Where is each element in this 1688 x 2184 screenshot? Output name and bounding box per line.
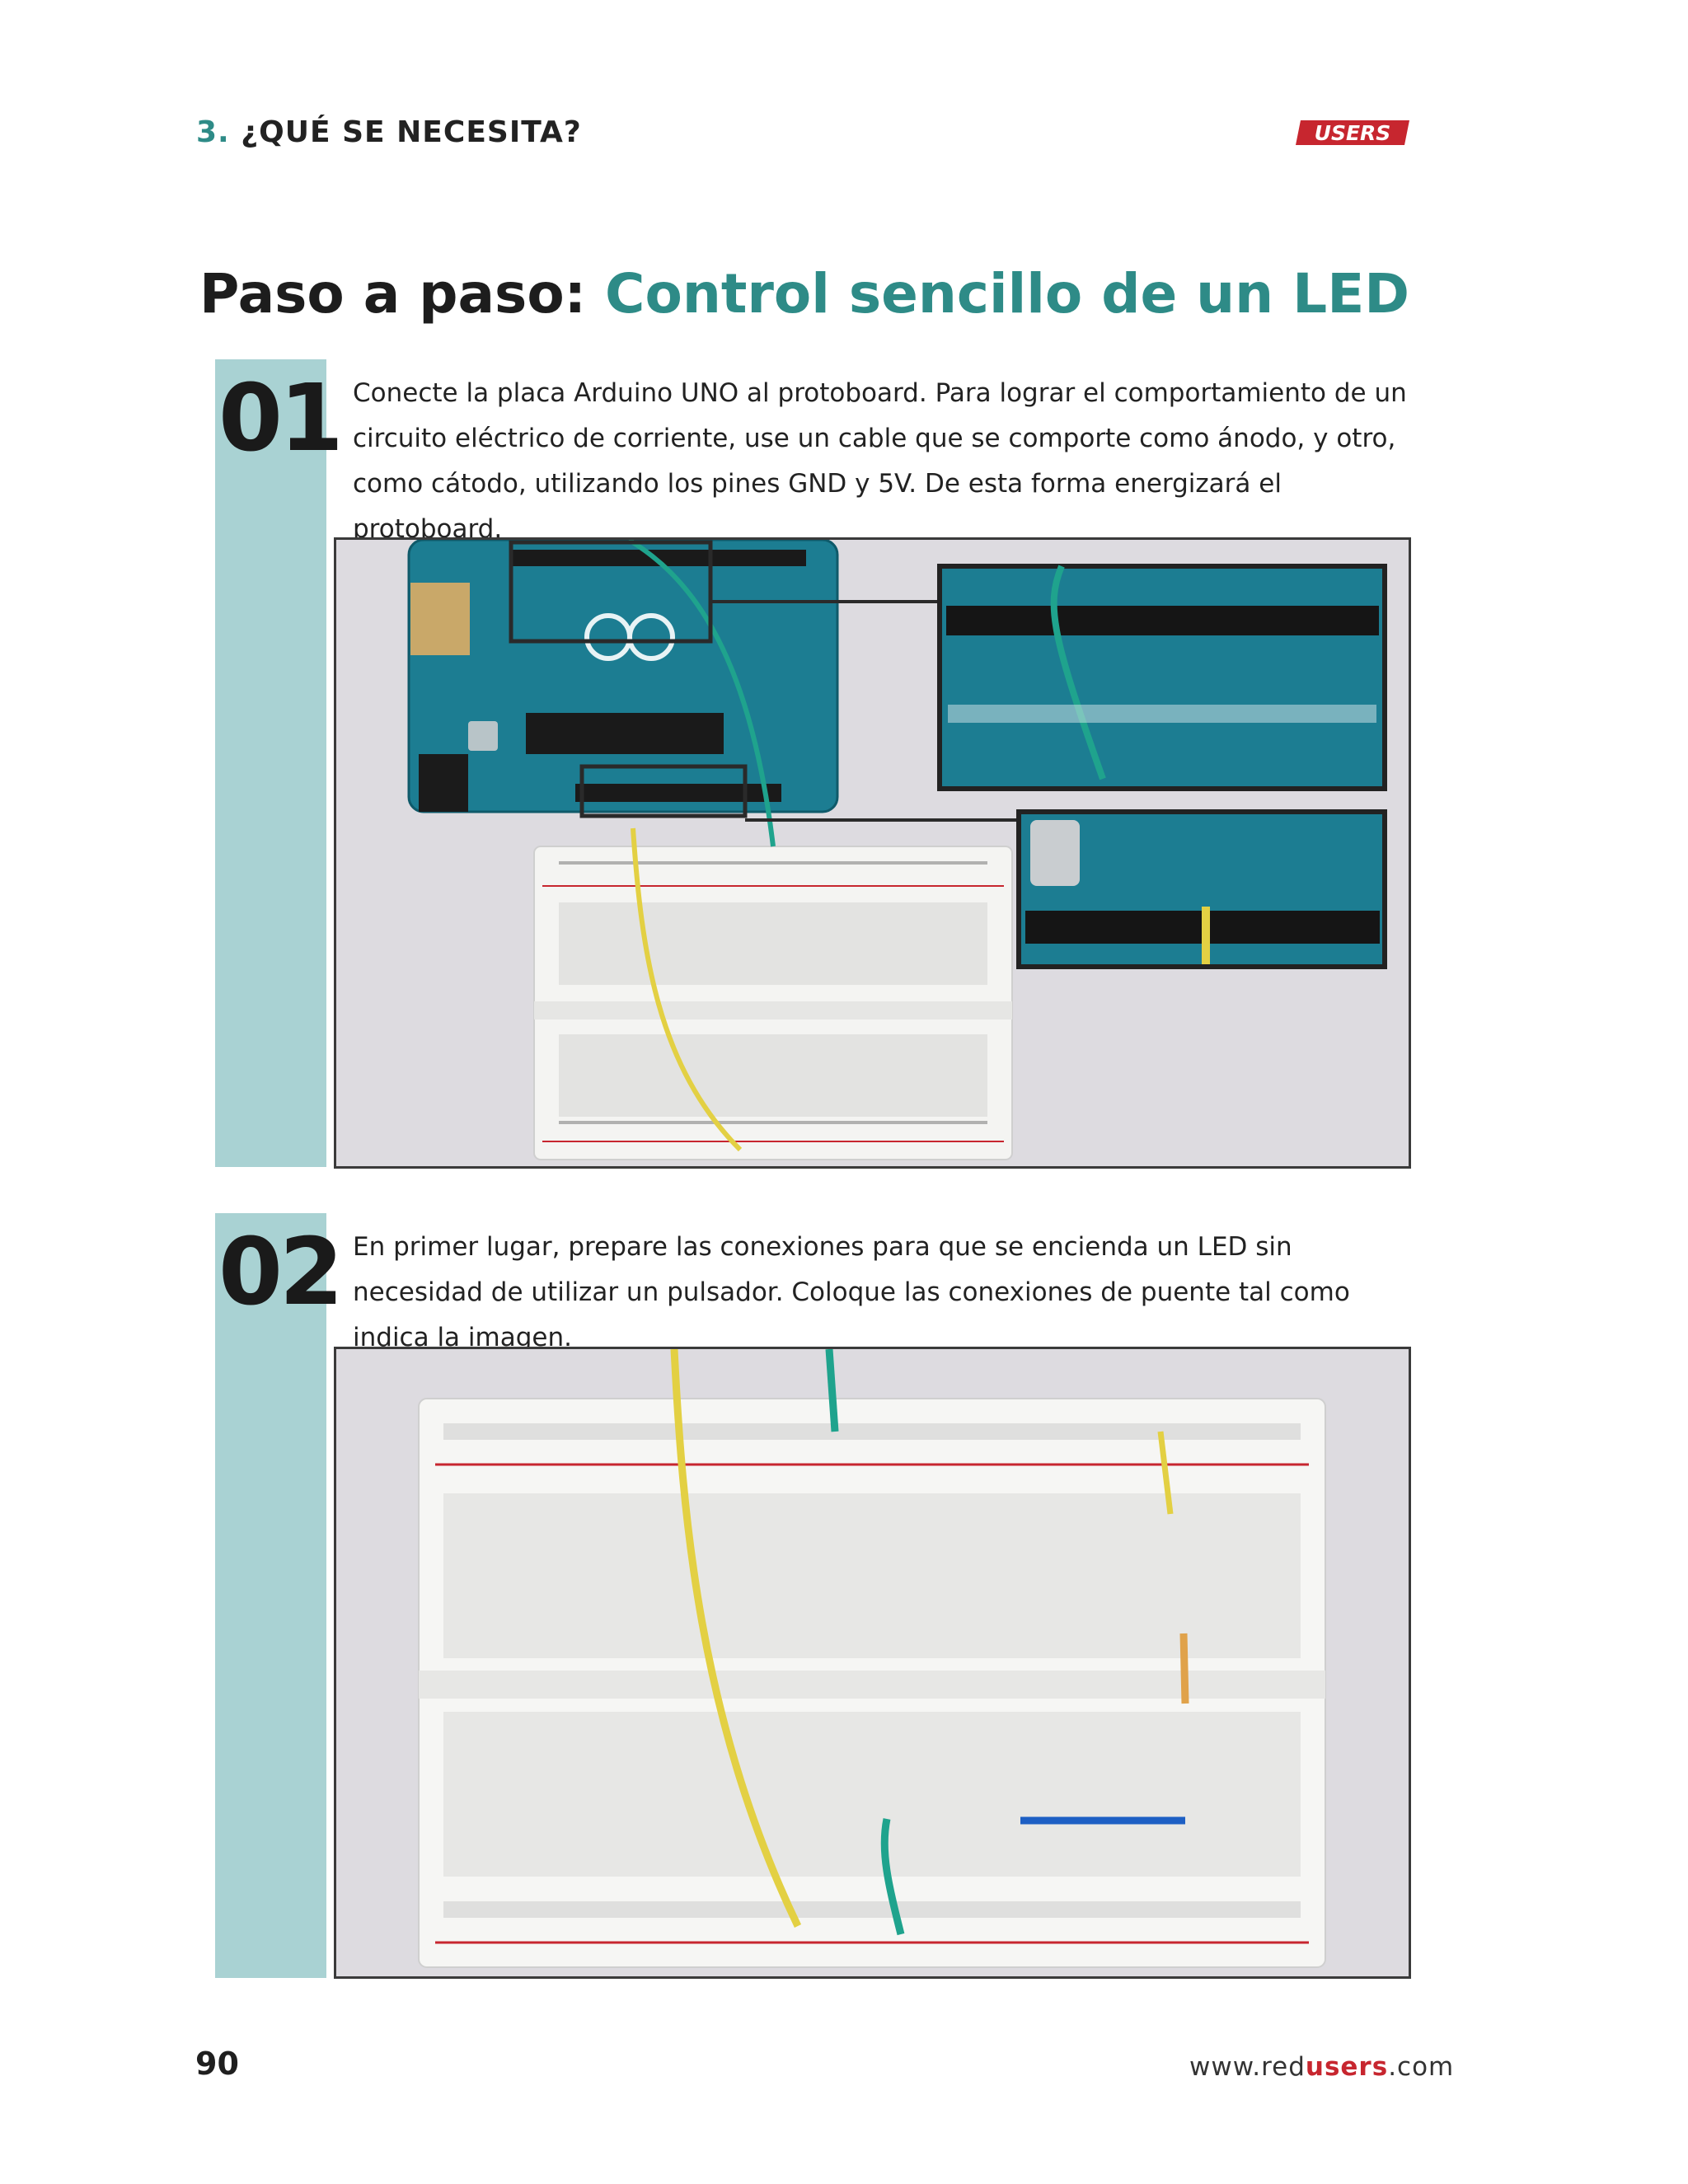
- page-number: 90: [195, 2046, 239, 2082]
- breadboard-large-image: [418, 1398, 1326, 1968]
- step-02-number: 02: [218, 1219, 344, 1326]
- orange-jumper: [1179, 1633, 1189, 1704]
- step-02-photo: [334, 1347, 1411, 1979]
- green-wire-short: [880, 1818, 905, 1936]
- users-logo: USERS: [1296, 119, 1409, 147]
- zoom-inset-power-pins: [1016, 809, 1387, 969]
- step-01-photo: [334, 537, 1411, 1169]
- section-number: 3.: [196, 115, 230, 149]
- logo-text: USERS: [1315, 121, 1391, 145]
- website-prefix: www.red: [1189, 2052, 1306, 2082]
- step-02-text: En primer lugar, prepare las conexiones …: [353, 1232, 1350, 1352]
- website-link[interactable]: www.redusers.com: [1189, 2052, 1454, 2082]
- step-02-bar: [215, 1213, 326, 1978]
- section-header: 3. ¿QUÉ SE NECESITA?: [196, 115, 582, 149]
- website-suffix: .com: [1388, 2052, 1455, 2082]
- breadboard-image: [533, 846, 1013, 1160]
- step-01-text: Conecte la placa Arduino UNO al protoboa…: [353, 378, 1407, 544]
- title-prefix: Paso a paso:: [199, 262, 587, 326]
- green-wire: [825, 1349, 839, 1432]
- arduino-board-image: [407, 540, 839, 813]
- step-01-bar: [215, 359, 326, 1167]
- website-highlight: users: [1305, 2052, 1389, 2082]
- yellow-wire: [670, 1349, 802, 1928]
- zoom-inset-digital-pins: [937, 564, 1387, 791]
- yellow-jumper: [1157, 1431, 1174, 1515]
- page-title: Paso a paso: Control sencillo de un LED: [199, 262, 1409, 326]
- section-title: ¿QUÉ SE NECESITA?: [241, 115, 582, 149]
- step-01-number: 01: [218, 365, 344, 472]
- yellow-wire: [631, 827, 743, 1152]
- title-highlight: Control sencillo de un LED: [605, 262, 1410, 326]
